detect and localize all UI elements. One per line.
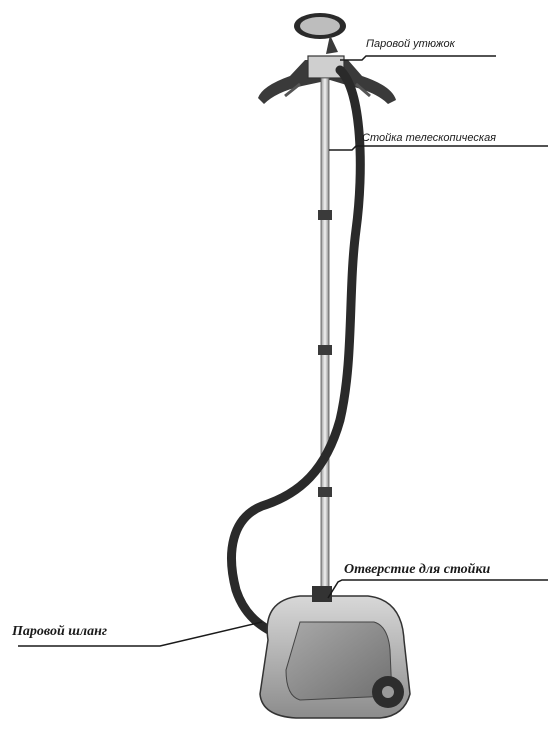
steam-nozzle xyxy=(294,13,346,54)
pole-joint xyxy=(318,210,332,220)
pole-joint xyxy=(318,345,332,355)
label-steam-nozzle: Паровой утюжок xyxy=(366,38,455,50)
pole-opening xyxy=(312,586,332,602)
pole-joint xyxy=(318,487,332,497)
steam-hose xyxy=(232,70,361,640)
label-steam-hose: Паровой шланг xyxy=(12,624,107,640)
telescopic-pole xyxy=(318,78,332,600)
label-telescopic-pole: Стойка телескопическая xyxy=(362,132,496,144)
base-unit xyxy=(260,586,410,718)
label-pole-opening: Отверстие для стойки xyxy=(344,562,490,578)
leader-lines xyxy=(18,56,548,646)
